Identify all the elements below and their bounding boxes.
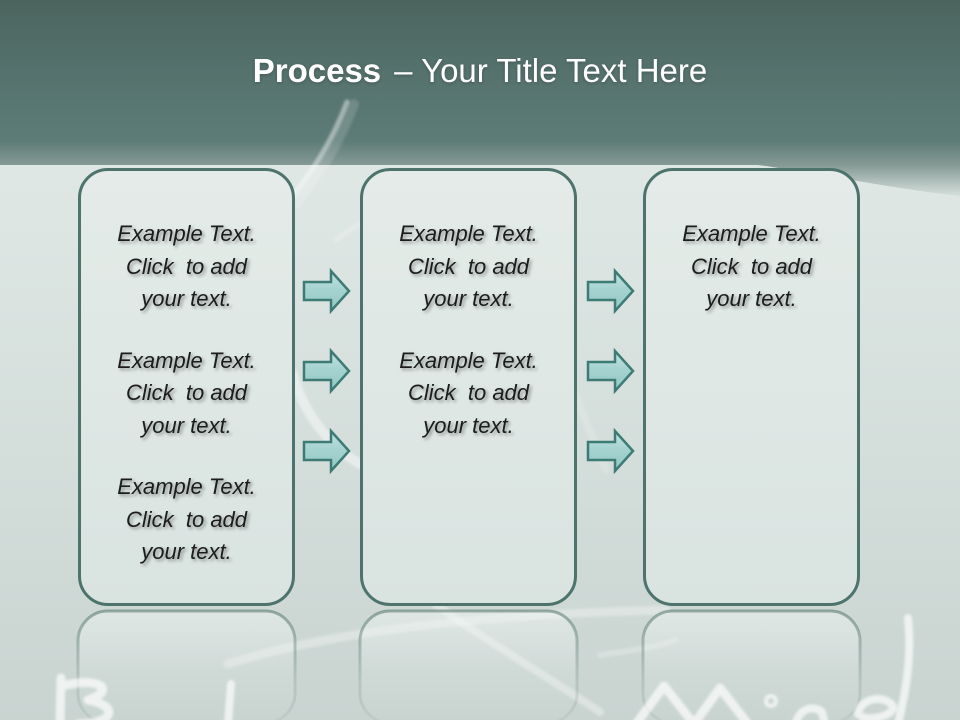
process-box-step-3[interactable]: Example Text. Click to add your text. <box>643 168 860 606</box>
chalk-letter-m <box>633 681 751 720</box>
slide-title[interactable]: Process – Your Title Text Here <box>0 51 960 91</box>
right-arrow-icon <box>302 347 351 395</box>
chalk-circle-arc-right <box>573 394 610 474</box>
chalk-circle-arc-left <box>288 369 365 469</box>
placeholder-text-block: Example Text. Click to add your text. <box>399 221 538 311</box>
process-box-1-text: Example Text. Click to add your text. Ex… <box>81 171 292 569</box>
header-band <box>0 0 960 196</box>
chalk-swoosh <box>285 99 350 205</box>
placeholder-text-block: Example Text. Click to add your text. <box>682 221 821 311</box>
chalk-letter-i-dot <box>764 694 778 708</box>
chalk-swoosh-glow <box>291 99 359 209</box>
reflection-step-3 <box>641 609 862 720</box>
placeholder-text-block: Example Text. Click to add your text. <box>117 347 256 438</box>
right-arrow-icon <box>302 427 351 475</box>
arrow-group-step2-to-step3 <box>586 267 635 475</box>
placeholder-text-block: Example Text. Click to add your text. <box>399 347 538 438</box>
reflection-step-1 <box>76 609 297 720</box>
process-box-step-2[interactable]: Example Text. Click to add your text. Ex… <box>360 168 577 606</box>
process-box-step-1[interactable]: Example Text. Click to add your text. Ex… <box>78 168 295 606</box>
chalk-letter-d-ascender <box>894 614 914 720</box>
title-keyword: Process <box>252 52 382 89</box>
placeholder-text-block: Example Text. Click to add your text. <box>117 221 256 311</box>
arrow-group-step1-to-step2 <box>302 267 351 475</box>
right-arrow-icon <box>586 267 635 315</box>
chalk-letter-d-bowl <box>854 695 897 720</box>
process-box-2-text: Example Text. Click to add your text. Ex… <box>363 171 574 442</box>
right-arrow-icon <box>586 427 635 475</box>
chalk-letter-stem <box>224 680 235 720</box>
process-box-3-text: Example Text. Click to add your text. <box>646 171 857 316</box>
box-reflections <box>76 609 862 720</box>
right-arrow-icon <box>586 347 635 395</box>
title-text: – Your Title Text Here <box>394 52 708 89</box>
reflection-step-2 <box>358 609 579 720</box>
placeholder-text-block: Example Text. Click to add your text. <box>117 474 256 564</box>
right-arrow-icon <box>302 267 351 315</box>
